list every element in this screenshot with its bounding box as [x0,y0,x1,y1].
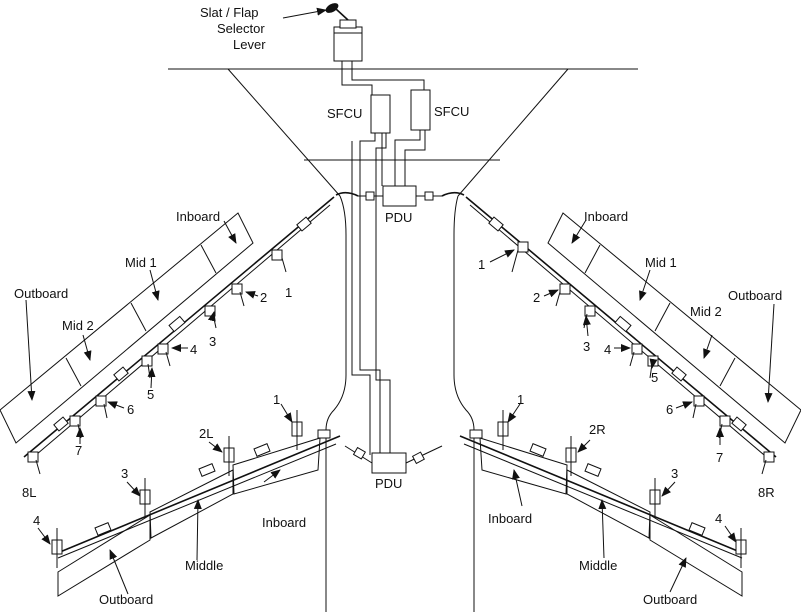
right-slat-mid2-label: Mid 2 [690,304,722,319]
right-slat-actuator-2: 2 [533,290,540,305]
lever-label-line3: Lever [233,37,266,52]
sfcu-right-unit [410,89,431,131]
left-flap-middle-label: Middle [185,558,223,573]
left-slat-mid1-label: Mid 1 [125,255,157,270]
sfcu-to-pdu-wiring [351,130,426,455]
right-slat-actuator-3: 3 [583,339,590,354]
lever-linkage [341,61,425,95]
right-slat-actuator-1: 1 [478,257,485,272]
right-flap-middle-label: Middle [579,558,617,573]
left-flap-actuator-2l: 2L [199,426,213,441]
right-slat-mid1-label: Mid 1 [645,255,677,270]
right-flap-actuator-3: 3 [671,466,678,481]
right-slat-outboard-label: Outboard [728,288,782,303]
pdu-lower-unit [344,445,443,474]
left-flap-panel-arrows [109,469,281,595]
left-slat-actuator-labels [76,291,259,444]
left-slat-inboard-label: Inboard [176,209,220,224]
right-slat-inboard-label: Inboard [584,209,628,224]
left-flap-actuators [51,410,303,568]
sfcu-right-label: SFCU [434,104,469,119]
pdu-upper-unit [335,185,465,207]
right-flap-actuators [497,410,747,568]
right-flap-outboard-label: Outboard [643,592,697,607]
left-slat-actuator-2: 2 [260,290,267,305]
left-slat-actuator-3: 3 [209,334,216,349]
left-slat-outboard-label: Outboard [14,286,68,301]
left-slat-actuator-1: 1 [285,285,292,300]
right-slat-actuator-4: 4 [604,342,611,357]
selector-lever [282,3,363,62]
right-slat-actuator-8r: 8R [758,485,775,500]
left-flap-inboard-label: Inboard [262,515,306,530]
right-flap-panel-arrows [512,469,687,593]
left-flap-actuator-labels [37,403,293,545]
left-slat-actuator-6: 6 [127,402,134,417]
left-slat-panel-arrows [25,220,237,401]
lever-label-line1: Slat / Flap [200,5,259,20]
left-slat-mid2-label: Mid 2 [62,318,94,333]
right-flap-actuator-2r: 2R [589,422,606,437]
right-slat-panel-arrows [571,219,775,403]
right-flap-inboard-label: Inboard [488,511,532,526]
left-slat-panels [0,212,254,444]
right-slat-panels [547,212,801,444]
left-flap-outboard-label: Outboard [99,592,153,607]
right-slat-actuator-7: 7 [716,450,723,465]
left-slat-actuator-5: 5 [147,387,154,402]
right-slat-actuator-6: 6 [666,402,673,417]
fuselage-outline [168,68,638,612]
right-flap-torque-shaft [459,429,743,559]
left-flap-actuator-1: 1 [273,392,280,407]
right-flap-actuator-labels [507,403,737,543]
right-flap-actuator-4: 4 [715,511,722,526]
left-slat-actuator-8l: 8L [22,485,36,500]
right-flap-actuator-1: 1 [517,392,524,407]
right-flap-panels [479,437,743,597]
right-slat-actuator-5: 5 [651,370,658,385]
pdu-upper-label: PDU [385,210,412,225]
left-slat-actuators [27,249,287,475]
left-flap-panels [57,437,321,597]
left-flap-actuator-3: 3 [121,466,128,481]
sfcu-left-label: SFCU [327,106,362,121]
sfcu-left-unit [370,94,391,134]
left-slat-actuator-4: 4 [190,342,197,357]
left-flap-torque-shaft [57,429,341,559]
lever-label-line2: Selector [217,21,265,36]
left-flap-actuator-4: 4 [33,513,40,528]
pdu-lower-label: PDU [375,476,402,491]
right-slat-actuator-labels [489,249,724,445]
left-slat-actuator-7: 7 [75,443,82,458]
